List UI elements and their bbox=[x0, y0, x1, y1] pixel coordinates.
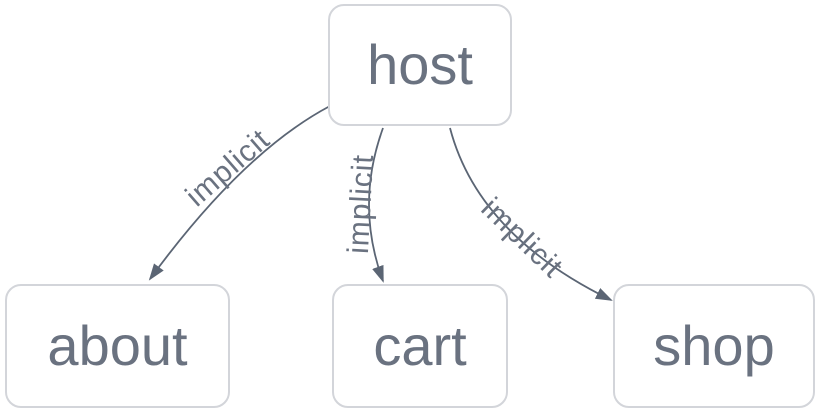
edge-host-cart bbox=[368, 127, 384, 283]
node-host[interactable]: host bbox=[328, 4, 512, 126]
node-shop[interactable]: shop bbox=[613, 284, 815, 408]
node-about-label: about bbox=[47, 314, 188, 377]
edge-label-host-about: implicit bbox=[180, 123, 277, 213]
node-shop-label: shop bbox=[653, 314, 775, 377]
edge-host-about bbox=[148, 105, 331, 281]
edge-host-shop bbox=[449, 127, 613, 301]
edge-label-host-cart: implicit bbox=[342, 153, 380, 254]
node-about[interactable]: about bbox=[5, 284, 230, 408]
node-cart[interactable]: cart bbox=[332, 284, 508, 408]
edge-label-host-shop: implicit bbox=[475, 192, 570, 285]
node-cart-label: cart bbox=[373, 314, 467, 377]
node-host-label: host bbox=[367, 33, 473, 96]
